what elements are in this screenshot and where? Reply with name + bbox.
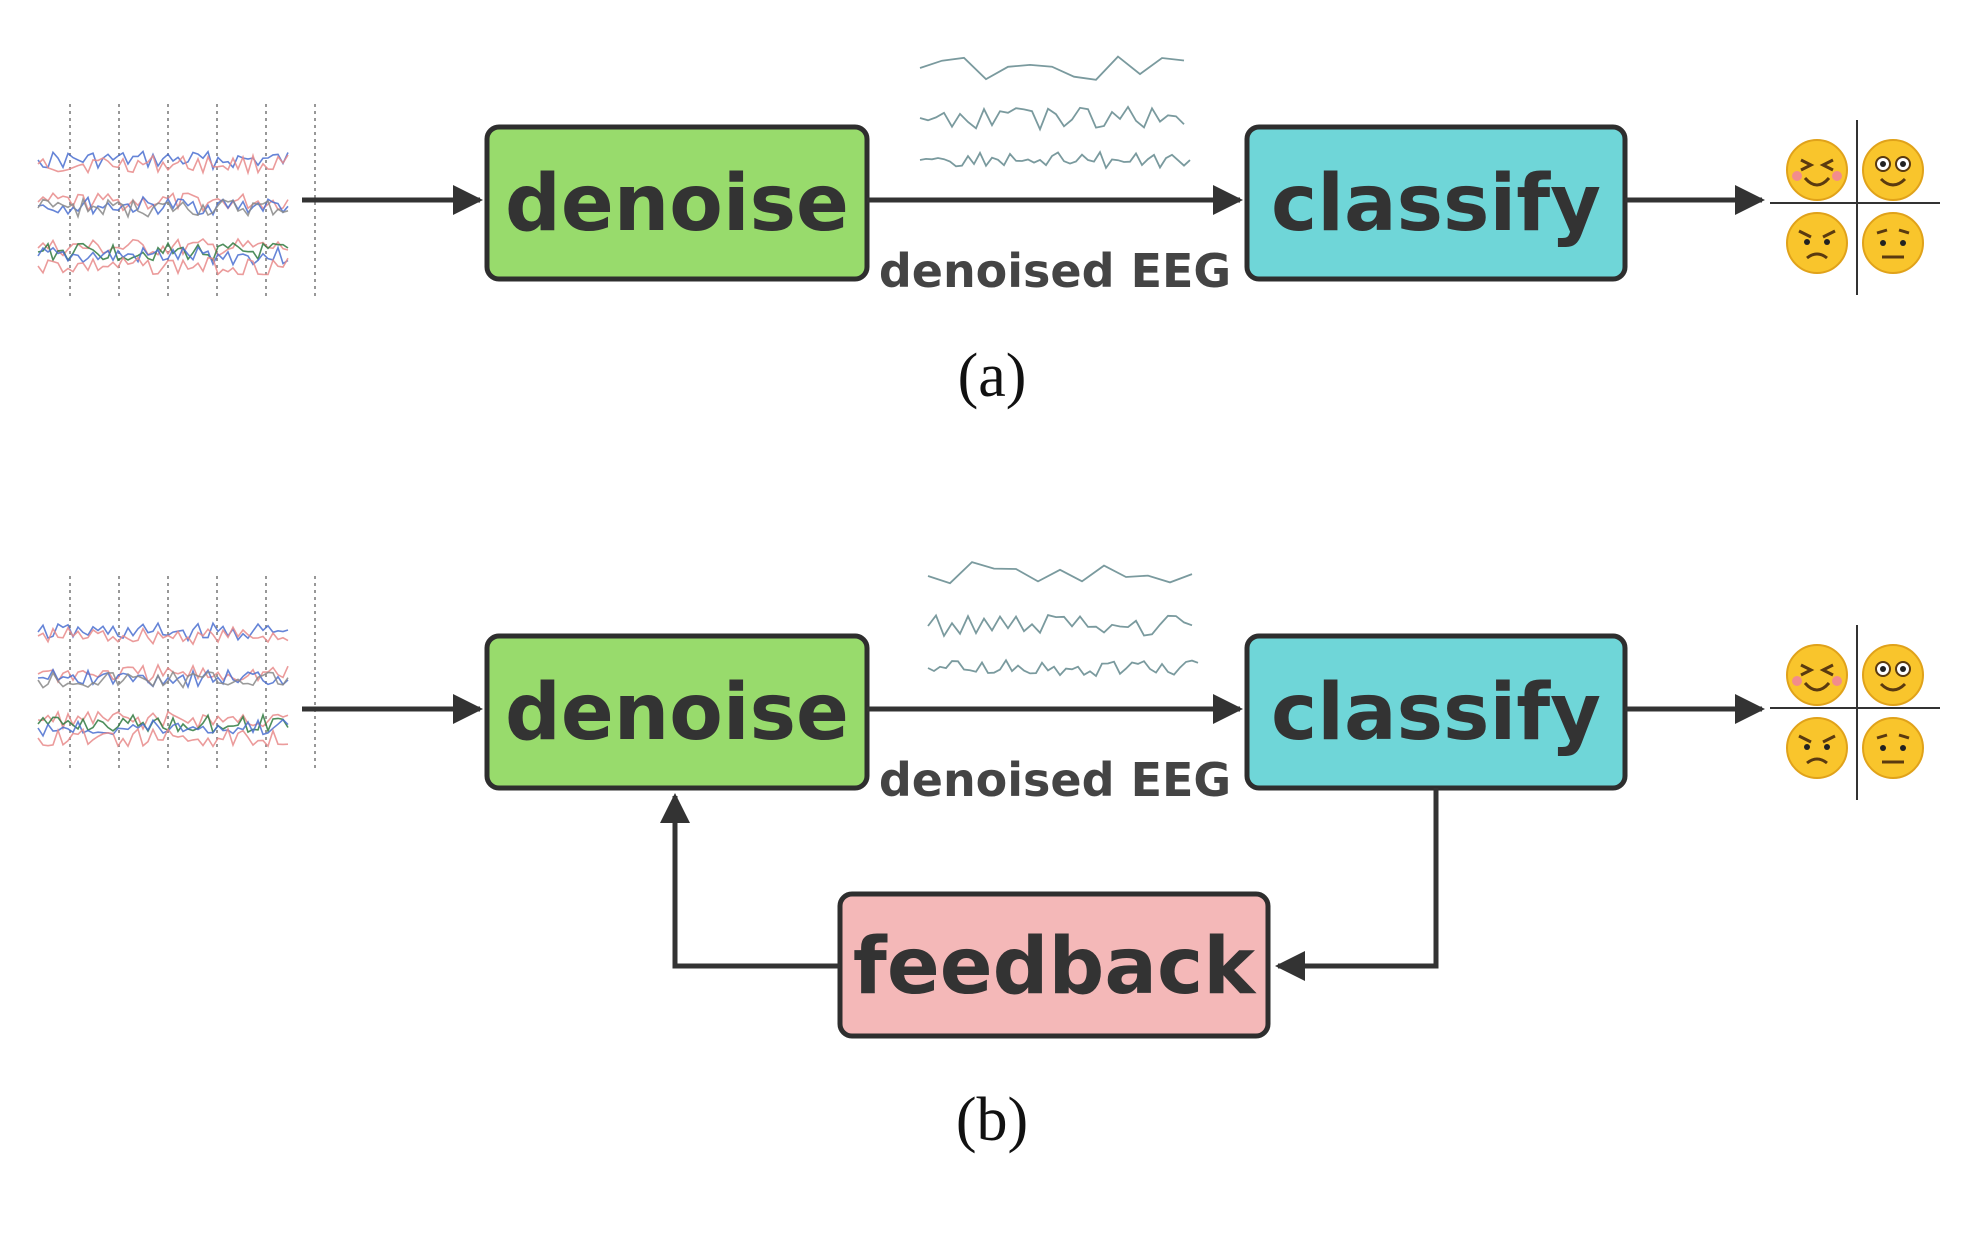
worried-face-icon: [1862, 717, 1924, 779]
worried-face-icon: [1862, 212, 1924, 274]
eeg-trace: [37, 196, 289, 220]
emotion-quadrant-icon: [1770, 120, 1940, 295]
panel-b: denoise denoised EEG classify feedback (…: [37, 561, 1940, 1154]
smiling-face-icon: [1862, 644, 1924, 706]
feedback-label: feedback: [853, 922, 1257, 1012]
laughing-face-icon: [1786, 644, 1848, 706]
eeg-trace: [919, 105, 1185, 132]
denoise-label: denoise: [505, 668, 849, 758]
eeg-trace: [919, 55, 1185, 81]
emotion-quadrant-icon: [1770, 625, 1940, 800]
raw-eeg-signal-icon: [37, 576, 316, 770]
arrow-classify-to-feedback: [1275, 788, 1439, 981]
angry-face-icon: [1786, 212, 1848, 274]
eeg-trace: [37, 726, 289, 748]
denoise-label: denoise: [505, 159, 849, 249]
caption-b: (b): [956, 1086, 1028, 1154]
smiling-face-icon: [1862, 139, 1924, 201]
raw-eeg-signal-icon: [37, 104, 316, 298]
eeg-trace: [37, 152, 289, 176]
denoise-box: [484, 124, 870, 282]
denoised-eeg-signal-icon: [919, 55, 1191, 170]
eeg-trace: [37, 625, 289, 646]
arrow-feedback-to-denoise: [660, 793, 840, 969]
eeg-trace: [37, 256, 289, 276]
eeg-trace: [37, 245, 289, 267]
eeg-trace: [927, 561, 1193, 585]
denoised-eeg-label: denoised EEG: [879, 244, 1231, 298]
eeg-trace: [37, 670, 289, 689]
classify-label: classify: [1271, 668, 1601, 758]
eeg-trace: [37, 710, 289, 731]
denoised-eeg-signal-icon: [927, 561, 1199, 678]
eeg-trace: [37, 192, 289, 213]
laughing-face-icon: [1786, 139, 1848, 201]
eeg-trace: [927, 613, 1193, 638]
eeg-trace: [37, 237, 289, 257]
eeg-trace: [37, 718, 289, 738]
angry-face-icon: [1786, 717, 1848, 779]
denoise-box: [484, 633, 870, 791]
eeg-trace: [37, 241, 289, 263]
eeg-trace: [927, 658, 1199, 678]
eeg-trace: [37, 149, 289, 172]
eeg-trace: [37, 621, 289, 643]
panel-a: denoise denoised EEG classify (a): [37, 55, 1940, 410]
eeg-trace: [37, 663, 289, 684]
caption-a: (a): [958, 342, 1027, 410]
eeg-trace: [919, 150, 1191, 170]
classify-box: [1244, 124, 1628, 282]
denoised-eeg-label: denoised EEG: [879, 753, 1231, 807]
classify-label: classify: [1271, 159, 1601, 249]
